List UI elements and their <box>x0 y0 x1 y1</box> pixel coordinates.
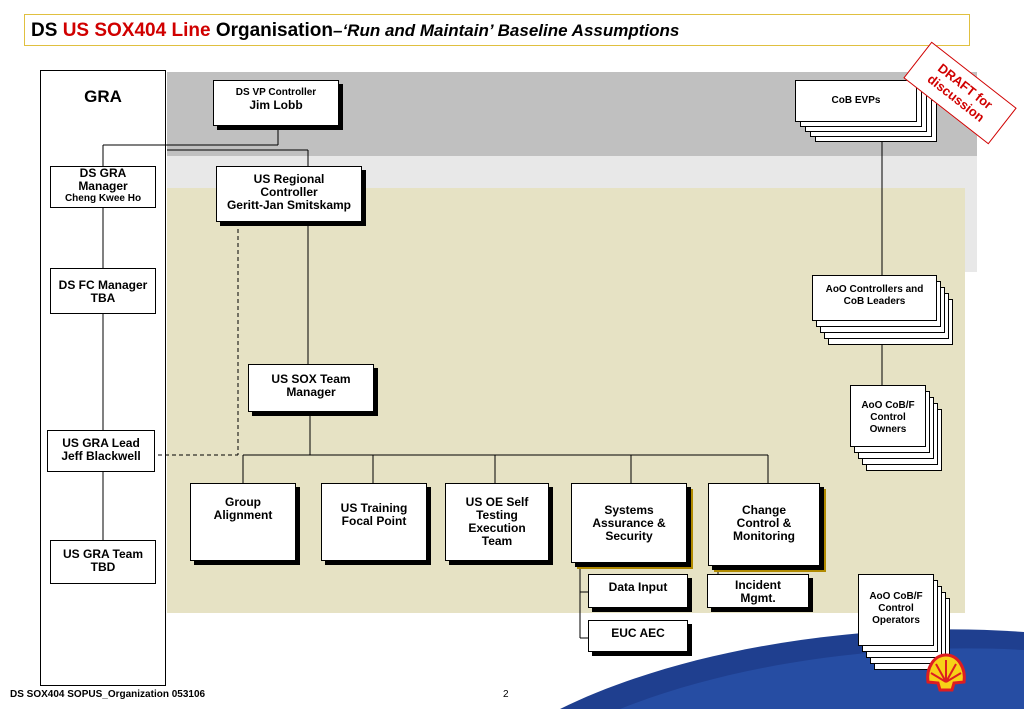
title-part-subtitle: –‘Run and Maintain’ Baseline Assumptions <box>333 21 680 40</box>
team-systems-assurance-box: Systems Assurance & Security <box>571 483 687 563</box>
title-part-line: US SOX404 Line <box>62 20 211 41</box>
control-owners-box: AoO CoB/F Control Owners <box>850 385 926 447</box>
footer-document-name: DS SOX404 SOPUS_Organization 053106 <box>10 689 206 700</box>
title-bar: DS US SOX404 Line Organisation–‘Run and … <box>24 14 970 46</box>
aoo-controllers-box: AoO Controllers and CoB Leaders <box>812 275 937 321</box>
team-us-oe-self-testing-box: US OE Self Testing Execution Team <box>445 483 549 561</box>
ds-gra-manager-box: DS GRA Manager Cheng Kwee Ho <box>50 166 156 208</box>
gra-label: GRA <box>84 87 122 106</box>
page-number: 2 <box>503 689 509 700</box>
team-us-training-box: US Training Focal Point <box>321 483 427 561</box>
aoo-controllers-stack: AoO Controllers and CoB Leaders <box>812 275 962 350</box>
incident-mgmt-box: Incident Mgmt. <box>707 574 809 608</box>
title-part-ds: DS <box>31 20 58 41</box>
us-gra-lead-box: US GRA Lead Jeff Blackwell <box>47 430 155 472</box>
ds-fc-manager-box: DS FC Manager TBA <box>50 268 156 314</box>
us-gra-team-box: US GRA Team TBD <box>50 540 156 584</box>
us-regional-controller-box: US Regional Controller Geritt-Jan Smitsk… <box>216 166 362 222</box>
ds-vp-controller-box: DS VP Controller Jim Lobb <box>213 80 339 126</box>
team-change-control-box: Change Control & Monitoring <box>708 483 820 566</box>
team-group-alignment-box: Group Alignment <box>190 483 296 561</box>
control-operators-stack: AoO CoB/F Control Operators <box>858 574 958 674</box>
shell-logo-icon <box>926 653 966 692</box>
us-sox-team-manager-box: US SOX Team Manager <box>248 364 374 412</box>
control-operators-box: AoO CoB/F Control Operators <box>858 574 934 646</box>
title-part-organisation: Organisation <box>215 20 333 41</box>
cob-evps-stack: CoB EVPs <box>795 80 945 150</box>
euc-aec-box: EUC AEC <box>588 620 688 652</box>
slide-title: DS US SOX404 Line Organisation–‘Run and … <box>31 20 679 42</box>
data-input-box: Data Input <box>588 574 688 608</box>
control-owners-stack: AoO CoB/F Control Owners <box>850 385 950 475</box>
cob-evps-box: CoB EVPs <box>795 80 917 122</box>
